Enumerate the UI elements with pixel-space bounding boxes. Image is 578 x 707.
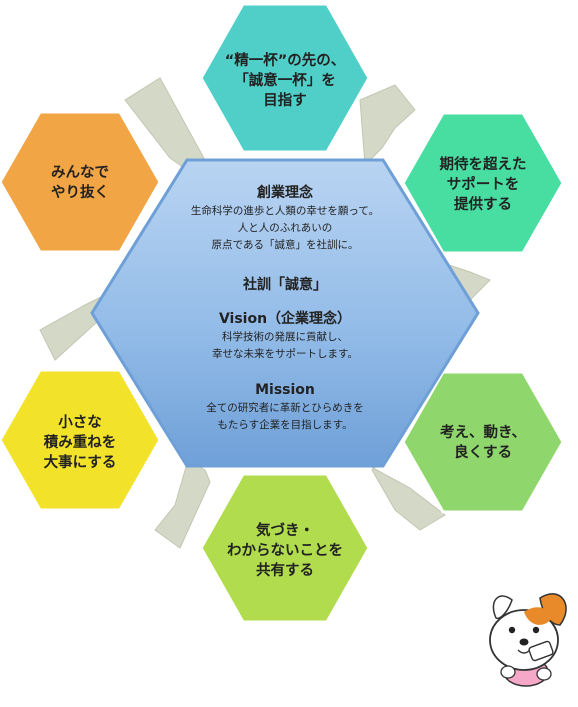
value-line: 目指す <box>263 93 307 109</box>
cycle-arrow-icon <box>359 84 416 167</box>
cycle-arrow-icon <box>154 459 211 549</box>
value-upper-left-label: みんなで やり抜く <box>15 160 145 206</box>
hexagon-top <box>199 2 371 154</box>
philosophy-line: 生命科学の進歩と人類の幸せを願って。 <box>190 205 380 217</box>
value-line: みんなで <box>51 165 109 181</box>
value-line: “精一杯”の先の、 <box>224 53 346 69</box>
hexagon-center <box>90 158 480 468</box>
mission-title: Mission <box>255 382 315 398</box>
vision-title: Vision（企業理念） <box>218 311 352 327</box>
value-line: 積み重ねを <box>43 435 117 451</box>
mission-line: もたらす企業を目指します。 <box>217 419 353 431</box>
value-line: 小さな <box>58 415 102 431</box>
motto-title: 社訓「誠意」 <box>243 277 327 293</box>
hexagon-upper-left <box>0 110 162 254</box>
philosophy-section: 創業理念 生命科学の進歩と人類の幸せを願って。 人と人のふれあいの 原点である「… <box>150 183 420 254</box>
hexagon-lower-left <box>0 368 162 512</box>
value-line: わからないことを <box>227 543 343 559</box>
value-lower-right-label: 考え、動き、 良くする <box>418 420 548 466</box>
value-line: 提供する <box>454 197 512 213</box>
philosophy-line: 原点である「誠意」を社訓に。 <box>211 239 359 251</box>
dog-mascot-icon <box>489 593 567 687</box>
vision-line: 科学技術の発展に貢献し、 <box>222 331 348 343</box>
mission-section: Mission 全ての研究者に革新とひらめきを もたらす企業を目指します。 <box>150 380 420 434</box>
value-top-label: “精一杯”の先の、 「誠意一杯」を 目指す <box>205 48 365 114</box>
vision-section: Vision（企業理念） 科学技術の発展に貢献し、 幸せな未来をサポートします。 <box>150 309 420 363</box>
motto-section: 社訓「誠意」 <box>150 275 420 295</box>
value-line: 大事にする <box>43 455 117 471</box>
hexagon-upper-right <box>401 111 565 255</box>
philosophy-title: 創業理念 <box>257 185 313 201</box>
philosophy-line: 人と人のふれあいの <box>237 222 333 234</box>
mission-line: 全ての研究者に革新とひらめきを <box>206 402 364 414</box>
value-upper-right-label: 期待を超えた サポートを 提供する <box>418 152 548 218</box>
hexagon-bottom <box>199 472 371 624</box>
hexagon-lower-right <box>401 370 565 514</box>
value-line: 考え、動き、 <box>440 425 526 441</box>
value-line: サポートを <box>446 177 520 193</box>
value-line: 期待を超えた <box>439 157 527 173</box>
value-line: 「誠意一杯」を <box>234 73 336 89</box>
value-line: 気づき・ <box>256 523 314 539</box>
value-line: 共有する <box>256 563 314 579</box>
hexagon-layer <box>0 2 565 624</box>
value-bottom-label: 気づき・ わからないことを 共有する <box>210 518 360 584</box>
value-line: やり抜く <box>51 185 109 201</box>
value-lower-left-label: 小さな 積み重ねを 大事にする <box>15 410 145 476</box>
vision-line: 幸せな未来をサポートします。 <box>212 348 358 360</box>
value-line: 良くする <box>454 445 512 461</box>
